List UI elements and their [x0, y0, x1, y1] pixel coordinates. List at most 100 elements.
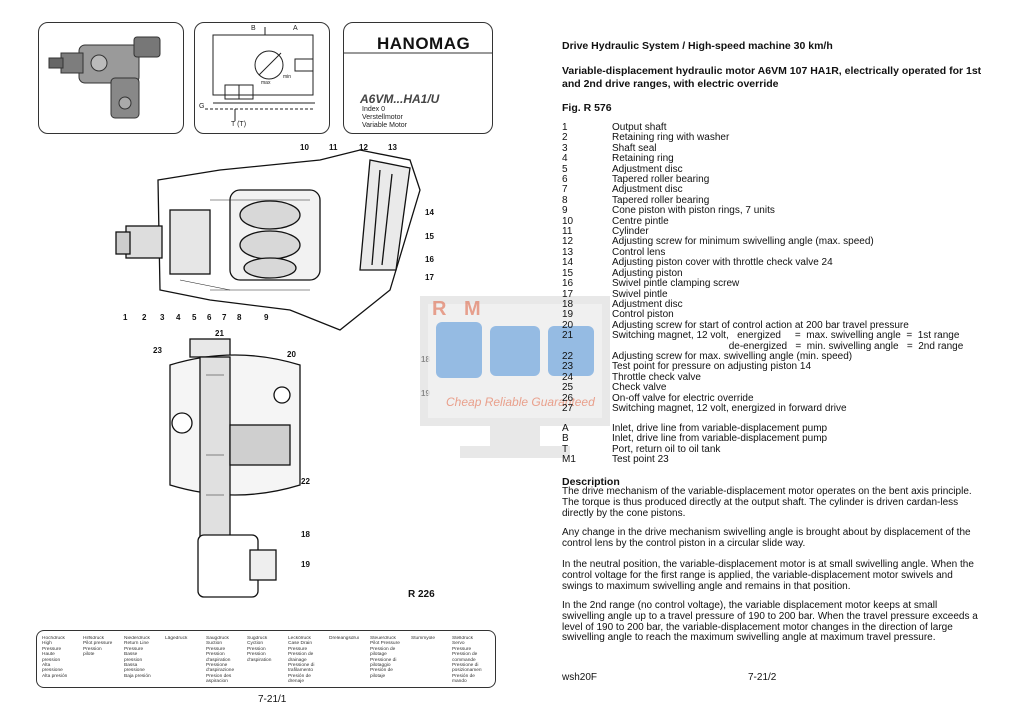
watermark-logo — [420, 296, 610, 458]
legend-line: Stummyole — [411, 636, 435, 641]
description-heading: Description — [562, 476, 620, 488]
part-number: 5 — [562, 163, 568, 175]
motor-photo — [48, 36, 161, 119]
legend-line: Pressione di pilotaggio — [370, 657, 397, 669]
description-paragraph: In the 2nd range (no control voltage), t… — [562, 600, 978, 644]
callout-20: 20 — [287, 350, 296, 359]
title-block-frame — [344, 52, 492, 54]
part-description: Swivel pintle clamping screw — [612, 278, 740, 290]
legend-line: Pressione d'aspirazione — [206, 663, 235, 674]
part-description: de-energized = min. swivelling angle = 2… — [612, 340, 964, 352]
title-block — [343, 22, 493, 134]
part-number: 11 — [562, 226, 573, 238]
part-description: Adjustment disc — [612, 163, 683, 175]
part-description: On-off valve for electric override — [612, 392, 754, 404]
port-code: B — [562, 433, 569, 445]
part-number: 16 — [562, 278, 574, 290]
right-page-number: 7-21/2 — [748, 672, 777, 683]
legend-line: Bassa pressione — [124, 663, 145, 674]
part-number: 21 — [562, 330, 574, 342]
pressure-legend — [36, 630, 496, 688]
legend-line: Presion des aspiracion — [206, 673, 232, 685]
legend-line: Hochdruck — [42, 636, 65, 641]
description-paragraph: Any change in the drive mechanism swivel… — [562, 527, 971, 549]
callout-8: 8 — [237, 313, 242, 322]
port-b-label: B — [251, 25, 256, 32]
callout-9: 9 — [264, 313, 269, 322]
callout-4: 4 — [176, 313, 181, 322]
callout-10: 10 — [300, 143, 309, 152]
index-line: Index 0 — [362, 106, 385, 113]
model-label: A6VM...HA1/U — [360, 92, 440, 106]
callout-18-lower: 18 — [301, 530, 310, 539]
legend-line: Dreleangsdruck — [329, 636, 359, 641]
legend-line: Pression de drainage — [288, 652, 314, 663]
legend-line: Суction — [247, 641, 263, 647]
part-description: Tapered roller bearing — [612, 194, 710, 206]
part-description: Shaft seal — [612, 142, 657, 154]
callout-12: 12 — [359, 143, 368, 152]
callout-5: 5 — [192, 313, 197, 322]
legend-line: Presión de drenaje — [288, 673, 311, 685]
part-description: Cone piston with piston rings, 7 units — [612, 205, 775, 217]
part-number: 22 — [562, 350, 574, 362]
part-description: Output shaft — [612, 122, 667, 133]
part-number: 18 — [562, 298, 574, 310]
part-number: 15 — [562, 267, 574, 279]
figure-label: Fig. R 576 — [562, 102, 612, 114]
part-description: Switching magnet, 12 volt, energized in … — [612, 402, 847, 414]
legend-line: Pressione di trafilamento — [288, 663, 315, 674]
part-row: 5 Adjustment disc — [562, 163, 1002, 175]
legend-line: Stelldruck — [452, 636, 474, 641]
legend-line: Pressione di posizionamento — [452, 663, 482, 674]
min-label: min — [283, 74, 292, 80]
part-number: 24 — [562, 371, 574, 383]
description-paragraph: In the neutral position, the variable-di… — [562, 559, 974, 592]
part-description: Switching magnet, 12 volt, energized = m… — [612, 330, 960, 342]
legend-column: Lägedruck — [165, 636, 195, 641]
part-description: Tapered roller bearing — [612, 174, 710, 186]
part-description: Retaining ring — [612, 153, 674, 165]
part-number: 8 — [562, 194, 568, 206]
legend-line: High Pressure — [42, 641, 62, 652]
part-description: Adjusting screw for max. swivelling angl… — [612, 350, 853, 362]
legend-line: Pression — [247, 646, 266, 652]
part-number: 10 — [562, 215, 574, 227]
index-info: Index 0 Verstellmotor Variable Motor — [362, 106, 407, 130]
part-row: 21 Switching magnet, 12 volt, energized =… — [562, 330, 1002, 342]
legend-line: Presión de mando — [452, 673, 475, 685]
part-row: de-energized = min. swivelling angle = 2… — [562, 340, 1002, 352]
part-number: 12 — [562, 236, 574, 248]
port-a-label: A — [293, 25, 298, 32]
part-number: 7 — [562, 184, 568, 196]
legend-line: Pression de commande — [452, 652, 478, 663]
port-description: Port, return oil to oil tank — [612, 443, 721, 455]
description-paragraph: The drive mechanism of the variable-disp… — [562, 486, 972, 519]
callout-3: 3 — [160, 313, 165, 322]
legend-line: Saugdruck — [206, 636, 229, 641]
part-description: Adjustment disc — [612, 184, 683, 196]
part-number: 25 — [562, 382, 574, 394]
part-number: 20 — [562, 319, 574, 331]
legend-line: Steuerdruck — [370, 636, 396, 641]
part-description: Adjusting piston cover with throttle che… — [612, 257, 833, 269]
legend-line: Alta pressione — [42, 663, 63, 674]
callout-17: 17 — [425, 273, 434, 282]
